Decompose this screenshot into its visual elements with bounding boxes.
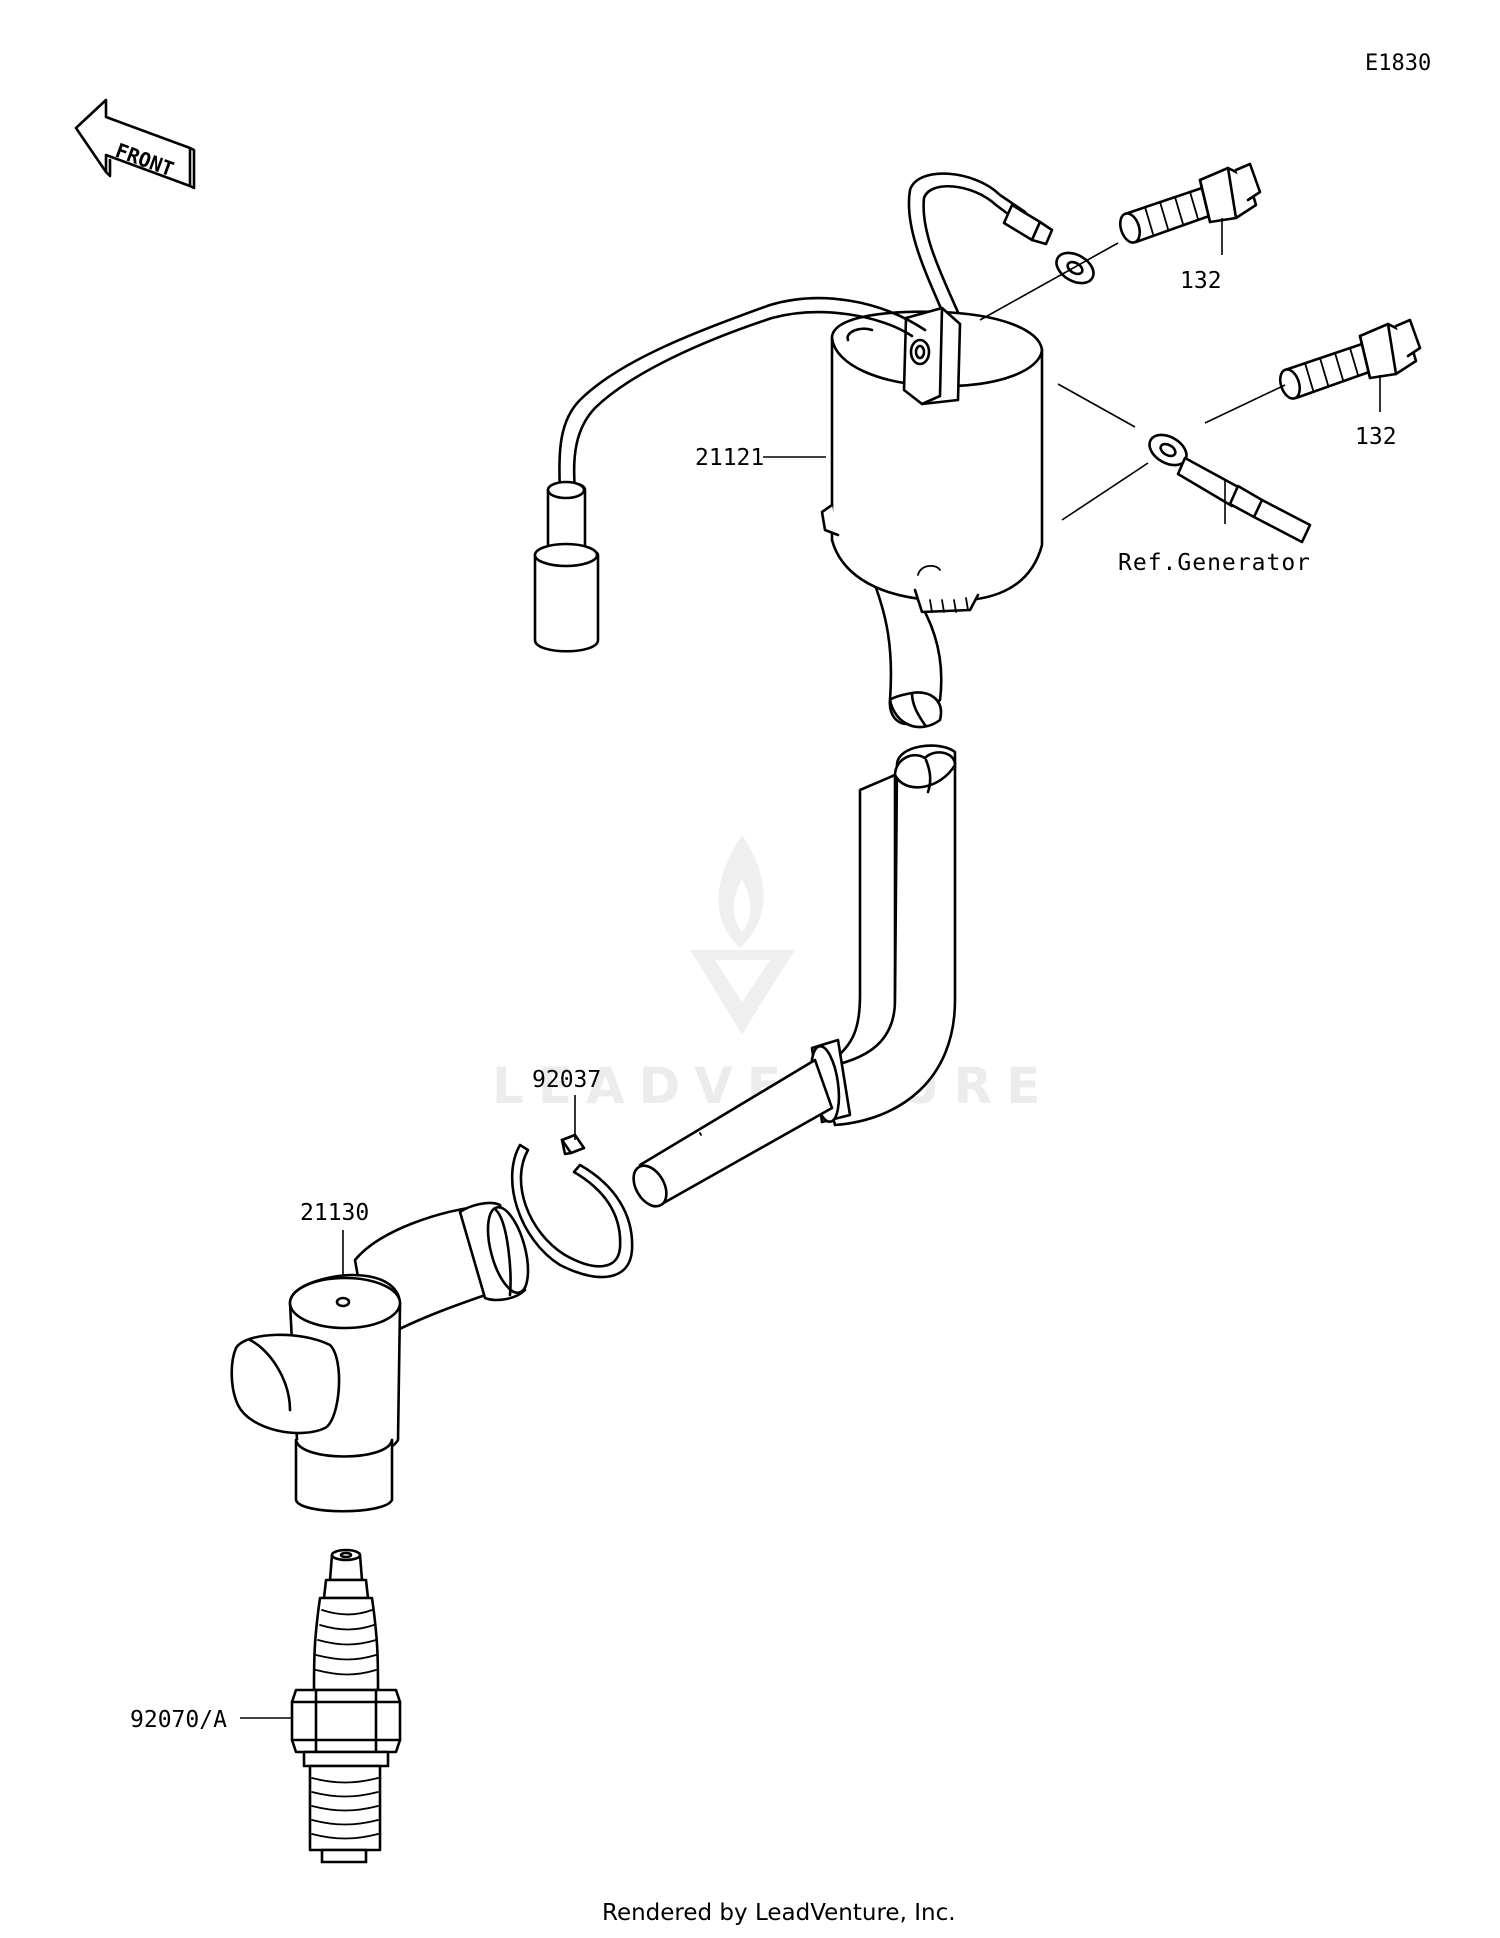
callout-92070a[interactable]: 92070/A xyxy=(130,1707,227,1733)
spark-plug-cap[interactable] xyxy=(230,1201,536,1513)
ref-generator-label[interactable]: Ref.Generator xyxy=(1118,550,1311,576)
leadventure-watermark: LEADVENTURE xyxy=(492,835,1040,1115)
bolt-lower[interactable] xyxy=(1277,318,1422,401)
callout-21121[interactable]: 21121 xyxy=(695,445,764,471)
high-tension-lead xyxy=(632,744,957,1208)
ignition-coil[interactable] xyxy=(533,172,1099,729)
callout-21130[interactable]: 21130 xyxy=(300,1200,369,1226)
callout-132-upper[interactable]: 132 xyxy=(1180,268,1222,294)
callout-92037[interactable]: 92037 xyxy=(532,1067,601,1093)
footer-credit: Rendered by LeadVenture, Inc. xyxy=(602,1900,956,1926)
bolt-upper[interactable] xyxy=(1117,162,1262,245)
leadventure-logo-icon xyxy=(690,835,795,1035)
diagram-code: E1830 xyxy=(1365,51,1431,76)
generator-ground-lead xyxy=(1148,433,1312,544)
spark-plug[interactable] xyxy=(290,1548,402,1864)
front-arrow-icon: FRONT xyxy=(74,98,196,190)
band-clamp[interactable] xyxy=(510,1133,634,1279)
callout-132-lower[interactable]: 132 xyxy=(1355,424,1397,450)
